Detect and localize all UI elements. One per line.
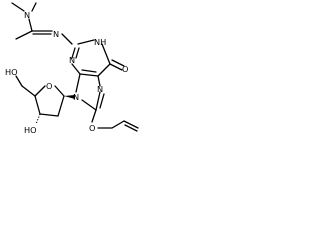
bond-ch-eq-ch2 [123, 120, 139, 129]
bond-c5p-oh [15, 75, 23, 87]
bond-c8-n7 [95, 91, 101, 111]
bond-c1p-c2p [57, 95, 65, 117]
bond-c6-eq-o [109, 63, 123, 71]
atom-label-o-sugar-ring: O [46, 81, 52, 91]
bond-c4p-c5p [21, 85, 36, 97]
atom-label-n-imine: N [53, 29, 59, 39]
bond-methyl-left [11, 2, 25, 12]
bond-methyl-right [31, 2, 37, 12]
atom-label-n-dimethyl: N [24, 10, 30, 20]
atom-labels: N N NH N N N O O O HO HO [5, 10, 128, 135]
atom-label-oh-3prime: HO [24, 125, 37, 135]
bond-c1p-n9-wedge [64, 95, 75, 99]
bond-n3-c2-double [75, 47, 80, 59]
bond-c8-o [91, 109, 97, 123]
atom-label-nh-ring: NH [94, 37, 106, 47]
bond-n9-c8 [81, 99, 97, 111]
bond-c8-n7-double [99, 93, 105, 109]
bond-c5-c4 [79, 73, 99, 77]
bond-c2p-c3p [39, 113, 59, 117]
bond-c4p-o4p [34, 85, 46, 97]
bond-ch-eq-ch2-double [124, 124, 138, 132]
bond-n7-c5 [97, 75, 101, 87]
bond-o4p-c1p [54, 85, 65, 97]
atom-label-n9: N [73, 92, 79, 102]
bond-ch2-ch [111, 120, 125, 129]
bond-n-to-c2 [61, 33, 73, 45]
atom-label-o-carbonyl: O [122, 64, 128, 74]
bond-c6-c5 [97, 63, 111, 77]
bond-amidine-c-methyl [15, 30, 33, 40]
bond-c6-eq-o-2 [111, 59, 125, 67]
atom-label-oh-5prime: HO [5, 67, 18, 77]
bond-c3p-c4p [34, 95, 41, 115]
bond-c3p-oh-hashed [35, 113, 41, 125]
bond-n3-c2 [71, 47, 76, 59]
bond-n-to-amidine-c [28, 18, 33, 32]
bond-n1-c6 [101, 43, 111, 65]
bond-c4-n3 [71, 63, 81, 75]
atom-label-n3: N [69, 55, 75, 65]
bond-c5-c4-double [81, 69, 97, 73]
atom-label-n7: N [97, 84, 103, 94]
bonds [11, 2, 139, 132]
bond-c2-n1 [77, 39, 95, 45]
bond-c4-n9 [75, 73, 81, 93]
chemical-structure-diagram: N N NH N N N O O O HO HO [5, 2, 139, 135]
atom-label-o-ether: O [89, 123, 95, 133]
